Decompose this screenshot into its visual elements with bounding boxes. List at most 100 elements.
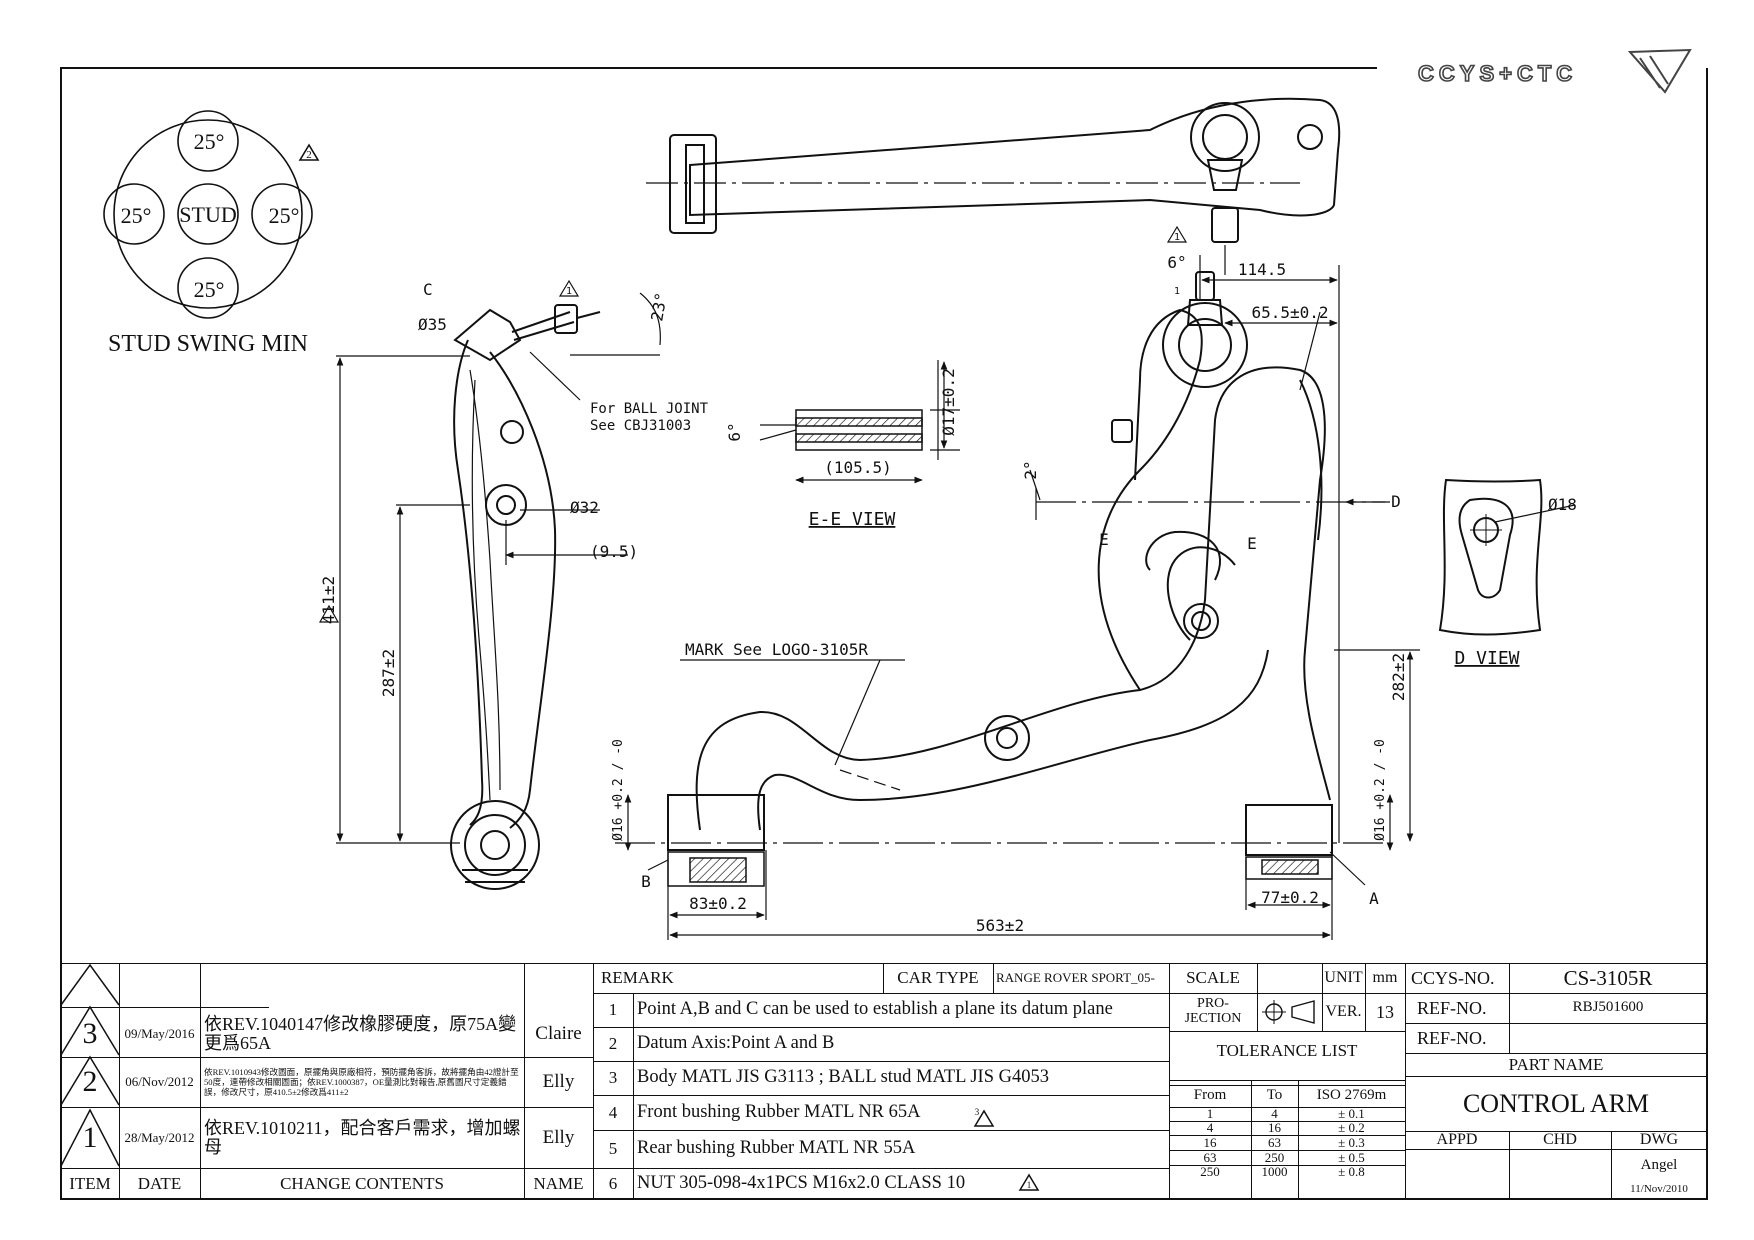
dim-angle-6-ee: 6° — [725, 422, 744, 441]
remark-4-rev-mark: 3 — [974, 1107, 980, 1118]
rev-row-1-content: 依REV.1010211，配合客戶需求，增加螺母 — [204, 1117, 521, 1157]
dim-angle-23: 23° — [647, 291, 671, 323]
dwg-label: DWG — [1639, 1131, 1679, 1148]
rev-row-3-item: 3 — [82, 1016, 98, 1050]
rev-row-1-item: 1 — [82, 1120, 98, 1154]
dim-65-5: 65.5±0.2 — [1251, 303, 1328, 322]
tolerance-row-3-tol: ± 0.3 — [1338, 1135, 1365, 1150]
swing-rev-mark: 2 — [306, 149, 312, 161]
chd-label: CHD — [1543, 1131, 1577, 1148]
tolerance-row-1-to: 4 — [1271, 1107, 1278, 1121]
remark-5-no: 5 — [608, 1139, 618, 1159]
swing-angle-top: 25° — [194, 129, 225, 154]
part-name-value: CONTROL ARM — [1462, 1088, 1650, 1118]
remark-label: REMARK — [601, 968, 674, 988]
mark-note: MARK See LOGO-3105R — [685, 640, 868, 659]
swing-center-label: STUD — [179, 202, 236, 227]
title-block: 3 09/May/2016 依REV.1040147修改橡膠硬度，原75A變更爲… — [61, 963, 1707, 1200]
rev-row-3-date: 09/May/2016 — [124, 1025, 195, 1041]
point-c-label: C — [423, 280, 433, 299]
tolerance-row-2-to: 16 — [1268, 1121, 1281, 1135]
rev-header-content: CHANGE CONTENTS — [280, 1173, 444, 1193]
unit-value: mm — [1372, 968, 1398, 986]
third-angle-projection-icon — [1261, 1000, 1315, 1024]
scale-value — [1257, 963, 1322, 993]
ref-no-label-2: REF-NO. — [1417, 1027, 1487, 1048]
projection-label: PRO-JECTION — [1184, 996, 1242, 1026]
section-e-right: E — [1247, 534, 1257, 553]
dim-16-left: Ø16 +0.2 / -0 — [611, 739, 626, 841]
rev-row-3-content: 依REV.1040147修改橡膠硬度，原75A變更爲65A — [204, 1013, 517, 1053]
tolerance-header-from: From — [1193, 1087, 1227, 1104]
top-view-arm — [646, 97, 1341, 243]
remark-6-rev-mark: 1 — [1026, 1180, 1032, 1191]
unit-label: UNIT — [1324, 968, 1363, 986]
remark-6-no: 6 — [608, 1173, 618, 1193]
projection-symbol — [1257, 993, 1322, 1031]
rev-header-date: DATE — [137, 1173, 182, 1193]
logo-text: CCYS+CTC — [1418, 61, 1577, 86]
remark-2-no: 2 — [608, 1034, 618, 1054]
rev-row-2-item: 2 — [82, 1065, 98, 1099]
ccys-no-label: CCYS-NO. — [1411, 967, 1495, 988]
dim-18: Ø18 — [1548, 495, 1577, 514]
dim-411: 411±2 — [319, 576, 338, 624]
swing-caption: STUD SWING MIN — [108, 331, 308, 357]
car-type-label: CAR TYPE — [897, 968, 979, 988]
dim-114-5: 114.5 — [1238, 260, 1286, 279]
remark-1-text: Point A,B and C can be used to establish… — [637, 999, 1113, 1020]
remark-2-text: Datum Axis:Point A and B — [637, 1033, 835, 1054]
dwg-date: 11/Nov/2010 — [1630, 1182, 1688, 1195]
tolerance-header-to: To — [1266, 1087, 1283, 1104]
front-view-dims — [615, 265, 1420, 940]
dim-32: Ø32 — [570, 498, 599, 517]
ball-joint-note-2: See CBJ31003 — [590, 418, 691, 434]
tolerance-row-2-tol: ± 0.2 — [1338, 1121, 1365, 1135]
rev-row-2-name: Elly — [542, 1071, 575, 1093]
remark-3-no: 3 — [608, 1068, 618, 1088]
section-e-left: E — [1099, 530, 1109, 549]
swing-angle-bottom: 25° — [194, 277, 225, 302]
rev-row-2-content: 依REV.1010943修改圖面，原擺角與原廠相符，預防擺角客訴，故將擺角由42… — [204, 1066, 519, 1098]
ccys-ctc-logo: CCYS+CTC — [1417, 48, 1692, 94]
tolerance-title: TOLERANCE LIST — [1216, 1041, 1358, 1061]
stud-swing-diagram — [103, 110, 320, 319]
d-view-label: D VIEW — [1454, 648, 1519, 669]
dim-angle-6-top: 6° — [1167, 253, 1186, 272]
ref-no-value-2 — [1509, 1023, 1707, 1053]
tolerance-row-1-from: 1 — [1206, 1107, 1214, 1121]
side-view-arm — [450, 304, 601, 890]
front-view-arm — [667, 271, 1333, 856]
remark-4-no: 4 — [608, 1102, 618, 1122]
tolerance-row-2-from: 4 — [1206, 1121, 1214, 1135]
ref-no-label-1: REF-NO. — [1417, 997, 1487, 1018]
top-rev-mark: 1 — [1174, 232, 1180, 243]
point-b-label: B — [641, 872, 651, 891]
car-type-value: RANGE ROVER SPORT_05- — [996, 970, 1155, 986]
remark-1-no: 1 — [608, 1000, 618, 1020]
tolerance-row-4-from: 63 — [1203, 1150, 1217, 1165]
tolerance-row-4-tol: ± 0.5 — [1338, 1150, 1365, 1165]
ball-rev-mark: 1 — [1174, 286, 1180, 297]
remark-5-text: Rear bushing Rubber MATL NR 55A — [637, 1138, 916, 1159]
remark-3-text: Body MATL JIS G3113 ; BALL stud MATL JIS… — [637, 1067, 1049, 1088]
rev-row-1-name: Elly — [542, 1126, 575, 1148]
dim-563: 563±2 — [976, 916, 1024, 935]
rev-row-2-date: 06/Nov/2012 — [125, 1074, 194, 1090]
tolerance-row-1-tol: ± 0.1 — [1338, 1107, 1365, 1121]
dim-282: 282±2 — [1389, 653, 1408, 701]
ball-joint-note-1: For BALL JOINT — [590, 401, 709, 417]
remark-4-text: Front bushing Rubber MATL NR 65A — [637, 1101, 921, 1122]
tolerance-row-3-from: 16 — [1203, 1135, 1217, 1150]
ver-label: VER. — [1325, 1002, 1362, 1020]
tolerance-header-iso: ISO 2769m — [1316, 1087, 1387, 1104]
tolerance-row-5-from: 250 — [1200, 1165, 1220, 1179]
ref-no-value-1: RBJ501600 — [1572, 999, 1644, 1016]
side-rev-mark: 1 — [566, 286, 572, 297]
dim-83: 83±0.2 — [689, 894, 747, 913]
swing-angle-right: 25° — [269, 203, 300, 228]
ver-value: 13 — [1376, 1001, 1394, 1022]
dim-35: Ø35 — [418, 315, 447, 334]
rev-header-name: NAME — [533, 1173, 584, 1193]
